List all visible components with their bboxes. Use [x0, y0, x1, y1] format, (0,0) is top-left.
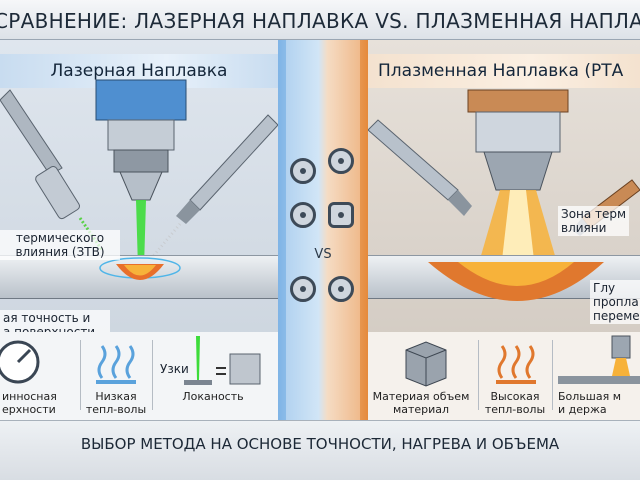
laser-head — [95, 79, 187, 201]
plasma-heading: Плазменная Наплавка (РТА — [368, 54, 640, 88]
plasma-torch-icon — [558, 335, 640, 384]
heat-waves-icon — [496, 345, 536, 384]
plasma-illustration — [368, 89, 640, 266]
page-title: СРАВНЕНИЕ: ЛАЗЕРНАЯ НАПЛАВКА VS. ПЛАЗМЕН… — [0, 9, 640, 33]
turbine-icon — [328, 276, 354, 302]
vs-divider: VS — [278, 40, 368, 420]
impeller-icon — [328, 202, 354, 228]
plasma-melt-pool — [428, 262, 604, 301]
title-bar: СРАВНЕНИЕ: ЛАЗЕРНАЯ НАПЛАВКА VS. ПЛАЗМЕН… — [0, 0, 640, 40]
powder-nozzle-right — [148, 114, 278, 261]
gear-icon — [290, 158, 316, 184]
footer-text: ВЫБОР МЕТОДА НА ОСНОВЕ ТОЧНОСТИ, НАГРЕВА… — [80, 435, 560, 453]
vs-label: VS — [314, 247, 332, 262]
cube-icon — [405, 341, 447, 387]
laser-melt-pool — [99, 257, 181, 280]
laser-features: инносная ерхности Низкая тепл-волы Узки … — [0, 332, 278, 420]
heat-waves-icon — [96, 345, 136, 384]
plasma-torch — [467, 89, 569, 191]
plasma-haz-label: Зона терм влияни — [558, 206, 630, 236]
laser-beam — [136, 200, 146, 268]
plasma-panel: Плазменная Наплавка (РТА Зона терм влиян… — [368, 40, 640, 420]
plasma-feature-high-heat: Высокая тепл-волы — [480, 332, 550, 420]
gauge-icon — [0, 340, 40, 384]
gear-icon — [290, 276, 316, 302]
bearing-icon — [290, 202, 316, 228]
laser-panel: Лазерная Наплавка термического влия — [0, 40, 278, 420]
footer-banner: ВЫБОР МЕТОДА НА ОСНОВЕ ТОЧНОСТИ, НАГРЕВА… — [0, 420, 640, 480]
powder-nozzle-left — [368, 119, 472, 216]
laser-feature-locality: Узки Локаность — [154, 332, 272, 420]
narrow-beam-icon — [184, 336, 261, 385]
plasma-feature-large: Большая м и держа — [554, 332, 640, 420]
plasma-feature-volume: Материая объем материал — [368, 332, 474, 420]
laser-haz-label: термического влияния (ЗТВ) — [0, 230, 120, 260]
laser-illustration — [0, 79, 278, 268]
laser-feature-low-heat: Низкая тепл-волы — [82, 332, 150, 420]
plasma-depth-label: Глу пропла переме — [590, 280, 640, 324]
laser-feature-accuracy: инносная ерхности — [0, 332, 78, 420]
bearing-icon — [328, 148, 354, 174]
plasma-features: Материая объем материал Высокая тепл-вол… — [368, 332, 640, 420]
